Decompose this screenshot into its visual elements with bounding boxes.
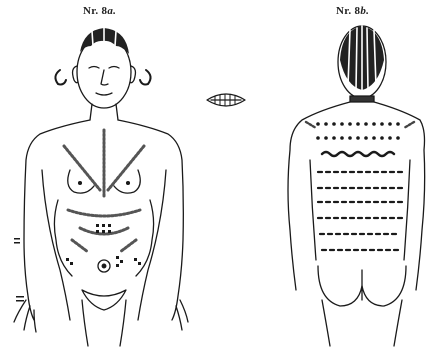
front-nipple-right bbox=[127, 182, 130, 185]
back-buttock-right bbox=[362, 266, 406, 306]
teeth-detail bbox=[207, 94, 245, 106]
front-scarification bbox=[64, 130, 144, 252]
front-torso-left bbox=[24, 120, 90, 320]
back-leg-left bbox=[322, 300, 330, 346]
front-nipple-left bbox=[79, 182, 82, 185]
front-figure bbox=[14, 28, 188, 346]
front-leg-right bbox=[120, 300, 126, 346]
front-torso-right bbox=[118, 120, 183, 320]
front-mouth bbox=[96, 93, 112, 95]
back-arm-left-inner bbox=[310, 160, 316, 260]
back-torso-left bbox=[288, 102, 350, 290]
back-figure bbox=[288, 26, 425, 346]
back-arm-right-inner bbox=[404, 160, 410, 260]
front-pelvis bbox=[82, 290, 126, 310]
back-scar-dash-rows bbox=[318, 172, 402, 250]
back-leg-right bbox=[394, 300, 402, 346]
front-eye-left bbox=[89, 67, 99, 69]
front-neck bbox=[90, 104, 118, 120]
front-leg-left bbox=[82, 300, 88, 346]
front-navel-center bbox=[102, 264, 106, 268]
back-scarification-rows bbox=[316, 122, 400, 140]
front-hand-right bbox=[176, 300, 188, 330]
back-neckband bbox=[350, 96, 374, 102]
front-earring-right bbox=[140, 70, 151, 85]
back-buttock-left bbox=[318, 266, 362, 306]
front-nose bbox=[101, 70, 108, 85]
front-scar-dots bbox=[14, 224, 141, 302]
back-scar-wave bbox=[322, 152, 394, 156]
back-torso-right bbox=[374, 102, 425, 290]
front-eye-right bbox=[109, 67, 119, 69]
front-earring-left bbox=[55, 70, 66, 85]
